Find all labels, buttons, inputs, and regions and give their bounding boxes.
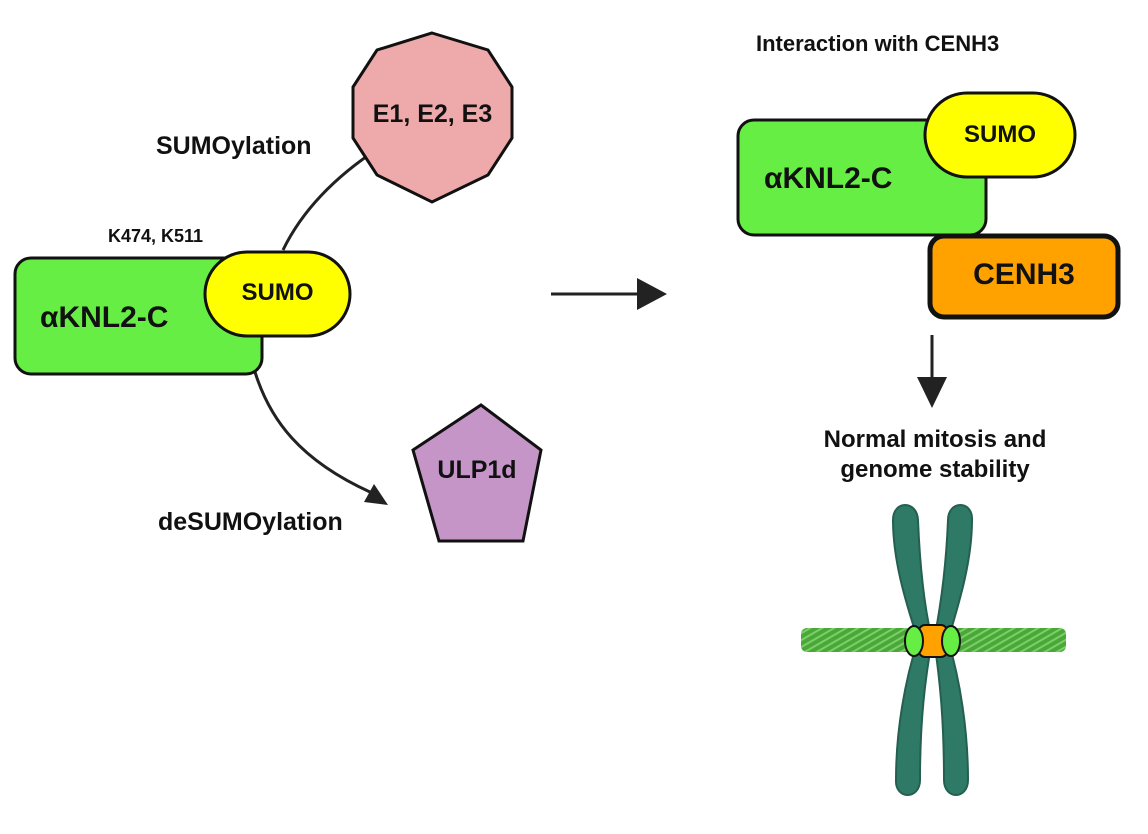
cenh3-label: CENH3 <box>973 258 1075 291</box>
outcome-label-line1: Normal mitosis and <box>823 426 1047 453</box>
lysine-sites-label: K474, K511 <box>108 226 204 246</box>
left-sumo-pill <box>203 250 352 338</box>
desumoylation-arrowhead <box>364 484 388 505</box>
left-sumo-label: SUMO <box>241 279 314 306</box>
sumoylation-connector <box>281 146 380 251</box>
outcome-label-line2: genome stability <box>840 456 1030 483</box>
chromosome-arm-lower-left <box>894 639 934 796</box>
chromosome <box>891 504 974 796</box>
interaction-title: Interaction with CENH3 <box>756 31 1000 56</box>
right-sumo-pill <box>923 91 1077 179</box>
down-arrow-head <box>917 377 947 408</box>
kinetochore-right <box>941 625 961 657</box>
ulp1d-pentagon <box>411 403 543 543</box>
e1-e2-e3-label: E1, E2, E3 <box>372 100 493 128</box>
sumoylation-label: SUMOylation <box>156 132 312 160</box>
left-knl2-label: αKNL2-C <box>40 301 169 334</box>
e1-e2-e3-octagon <box>351 31 514 204</box>
right-knl2-label: αKNL2-C <box>764 162 893 195</box>
chromosome-arm-upper-right <box>932 504 974 641</box>
right-sumo-label: SUMO <box>964 121 1036 148</box>
kinetochore-left <box>904 625 924 657</box>
main-arrow-head <box>637 278 667 310</box>
chromosome-arm-upper-left <box>891 504 934 641</box>
cenh3-box <box>927 233 1121 320</box>
desumoylation-label: deSUMOylation <box>158 508 343 536</box>
ulp1d-label: ULP1d <box>437 456 517 484</box>
desumoylation-arrow <box>253 371 371 494</box>
chromosome-arm-lower-right <box>932 639 970 796</box>
